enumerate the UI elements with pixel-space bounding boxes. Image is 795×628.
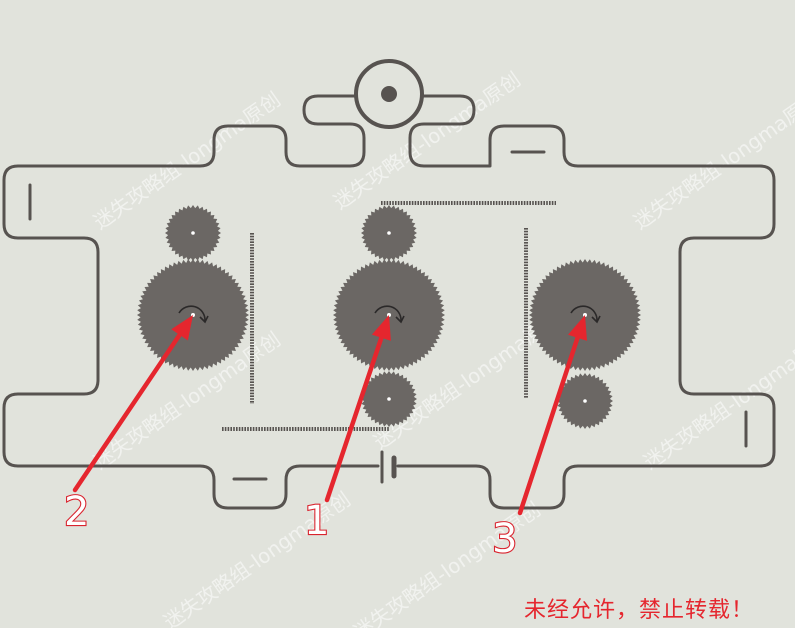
circuit-outline [2,94,380,510]
step-arrow-2: 2 [63,315,193,536]
step-arrow-1: 1 [303,315,391,545]
step-number-3: 3 [492,516,517,562]
step-arrow-3: 3 [491,315,587,563]
small-gear-small-right-bottom [557,373,613,429]
arrowhead-icon [395,315,405,324]
step-arrow-layer: 2 1 3 [63,315,587,563]
no-reposting-notice: 未经允许，禁止转载！ [524,598,755,623]
arrowhead-icon [199,315,209,324]
rack-layer [222,201,556,431]
motor-hub-icon[interactable] [354,59,424,129]
circuit-outline [396,94,776,510]
battery-icon [380,450,397,484]
small-gear-small-left-top [165,205,221,261]
step-number-1: 1 [304,498,329,544]
small-gear-small-middle-bottom [361,371,417,427]
clockwise-arrow-icon [178,305,206,322]
step-number-2: 2 [64,489,89,535]
watermark: 迷失攻略组-longma原创 [629,87,795,234]
clockwise-arrow-icon [374,305,402,322]
circuit-wire [2,94,776,510]
small-gear-small-middle-top [361,205,417,261]
arrowhead-icon [591,315,601,324]
clockwise-arrow-icon [570,305,598,322]
